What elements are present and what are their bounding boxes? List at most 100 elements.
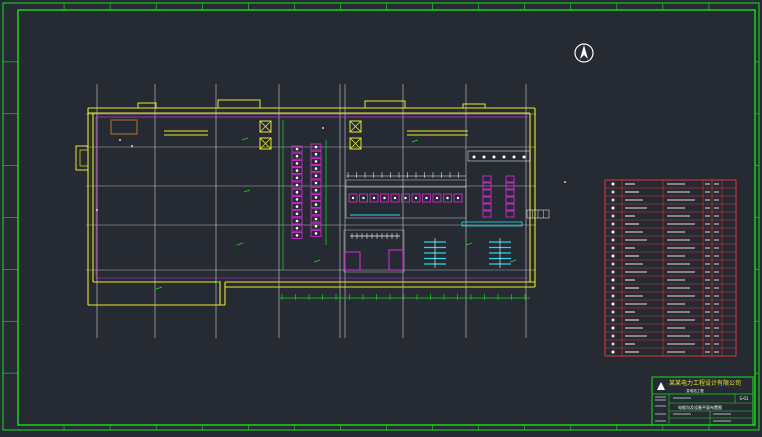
cabinet-marker (295, 147, 299, 151)
node-point (96, 209, 98, 211)
panel-marker (351, 196, 355, 200)
annotation-mark (243, 189, 251, 193)
north-arrow-icon (574, 43, 594, 63)
panel-cell (432, 193, 442, 203)
cabinet-marker (295, 226, 299, 230)
panel-cell (453, 193, 463, 203)
annotation-mark (155, 286, 163, 290)
outer-border (2, 2, 760, 431)
switchgear-cabinet (482, 189, 492, 197)
cabinet-marker (314, 167, 318, 170)
entry-door-inner (79, 149, 89, 167)
switchgear-cabinet (310, 150, 322, 158)
switchgear-cabinet (291, 152, 303, 160)
indicator (482, 155, 486, 159)
cabinet-marker (314, 188, 318, 192)
cabinet-marker (314, 160, 318, 163)
cabinet-marker (314, 145, 318, 149)
transformer-cross (349, 137, 362, 150)
transformer-cross (259, 120, 272, 133)
wall-bump (137, 102, 157, 109)
cabinet-marker (295, 205, 299, 208)
legend-symbol (611, 230, 615, 234)
legend-symbol (611, 310, 615, 314)
title-block-project: 变电站工程 (686, 388, 704, 393)
wall-bump (364, 100, 406, 109)
header-panel (467, 150, 531, 162)
cable-trench (461, 221, 523, 227)
switchgear-cabinet (310, 186, 322, 194)
transformer-box (259, 137, 272, 150)
transformer-box (349, 120, 362, 133)
legend-symbol (611, 238, 615, 242)
cabinet-marker (295, 190, 299, 194)
cabinet-marker (295, 154, 299, 158)
node-point (119, 139, 121, 141)
switchgear-cabinet (482, 210, 492, 218)
legend-symbol (611, 198, 615, 202)
panel-marker (362, 196, 365, 200)
legend-symbol (611, 214, 615, 218)
title-block-drawing-no: S-01 (739, 396, 749, 401)
cabinet-marker (295, 169, 299, 172)
legend-symbol (611, 286, 615, 290)
panel-area (345, 179, 467, 219)
switchgear-cabinet (310, 179, 322, 187)
company-logo-icon (657, 382, 665, 390)
cabinet-marker (295, 176, 299, 180)
panel-marker (446, 196, 449, 200)
switchgear-cabinet (310, 143, 322, 151)
cabinet-marker (295, 234, 299, 237)
switchgear-cabinet (291, 145, 303, 153)
transformer-cross (349, 120, 362, 133)
legend-symbol (611, 270, 615, 274)
panel-marker (414, 196, 418, 200)
node-point (131, 145, 133, 147)
cabinet-marker (314, 203, 318, 206)
switchgear-cabinet (310, 229, 322, 237)
switchgear-cabinet (291, 159, 303, 167)
node-point (564, 181, 566, 183)
switchgear-cabinet (310, 215, 322, 223)
legend-symbol (611, 278, 615, 282)
switchgear-cabinet (291, 188, 303, 196)
legend-symbol (611, 334, 615, 338)
switchgear-cabinet (291, 224, 303, 232)
indicator (522, 155, 526, 159)
annotation-mark (241, 137, 249, 141)
switchgear-cabinet (310, 165, 322, 173)
switchgear-cabinet (291, 203, 303, 211)
cabinet-marker (314, 217, 318, 221)
switchgear-cabinet (310, 172, 322, 180)
cabinet-marker (314, 232, 318, 235)
annotation-mark (509, 259, 517, 263)
switchgear-cabinet (291, 195, 303, 203)
legend-symbol (611, 262, 615, 266)
transformer-box (349, 137, 362, 150)
legend-symbol (611, 318, 615, 322)
switchgear-cabinet (505, 189, 515, 197)
annotation-mark (411, 139, 419, 143)
inner-border (17, 9, 756, 426)
indicator (502, 155, 506, 159)
equipment-box (388, 249, 404, 271)
switchgear-cabinet (310, 157, 322, 165)
switchgear-cabinet (291, 167, 303, 175)
transformer-cross (259, 137, 272, 150)
annotation-mark (214, 280, 222, 284)
title-block: 某某电力工程设计有限公司 变电站工程 S-01 电缆沟及设备平面布置图 (651, 376, 754, 426)
switchgear-cabinet (482, 175, 492, 183)
cabinet-marker (314, 152, 318, 156)
switchgear-cabinet (291, 174, 303, 182)
annotation-mark (236, 242, 244, 246)
switchgear-cabinet (505, 210, 515, 218)
title-block-company: 某某电力工程设计有限公司 (669, 379, 741, 387)
switchgear-cabinet (505, 182, 515, 190)
panel-marker (372, 196, 376, 200)
panel-cell (348, 193, 358, 203)
switchgear-cabinet (310, 208, 322, 216)
panel-cell (401, 193, 410, 203)
panel-cell (359, 193, 368, 203)
